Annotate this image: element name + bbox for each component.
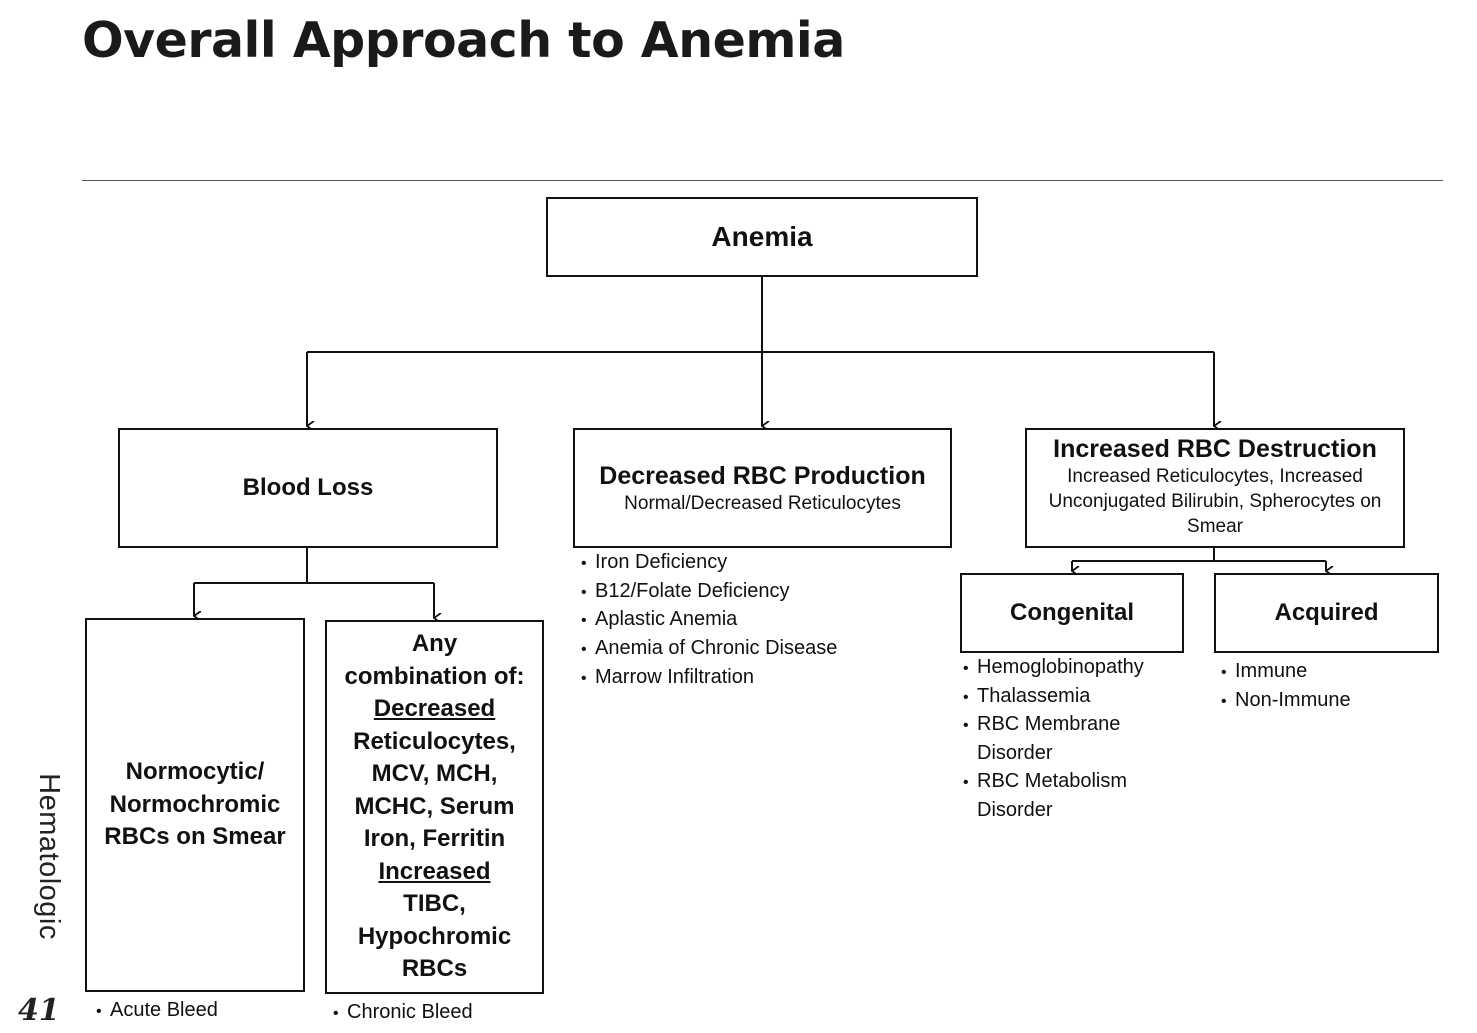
acquired-box: Acquired xyxy=(1214,573,1439,653)
chronic-line: combination of: xyxy=(344,662,525,690)
list-item: Immune xyxy=(1221,658,1351,687)
increased-destruction-sub-2: Unconjugated Bilirubin, Spherocytes on xyxy=(1048,490,1382,512)
acquired-list: Immune Non-Immune xyxy=(1221,658,1351,715)
chronic-line: MCHC, Serum xyxy=(354,792,515,820)
title-divider xyxy=(82,180,1443,181)
section-label: Hematologic xyxy=(32,773,65,940)
list-item: Aplastic Anemia xyxy=(581,606,837,635)
acute-line: Normocytic/ xyxy=(125,758,265,786)
list-item: Non-Immune xyxy=(1221,687,1351,716)
chronic-line: RBCs xyxy=(401,955,468,983)
list-item: Iron Deficiency xyxy=(581,549,837,578)
chronic-line: MCV, MCH, xyxy=(371,760,498,788)
anemia-box: Anemia xyxy=(546,197,978,277)
acute-line: Normochromic xyxy=(109,790,281,818)
increased-destruction-label: Increased RBC Destruction xyxy=(1053,434,1377,463)
chronic-list: Chronic Bleed xyxy=(333,999,473,1028)
congenital-label: Congenital xyxy=(1010,599,1134,626)
acute-findings-box: Normocytic/ Normochromic RBCs on Smear xyxy=(85,618,305,992)
chronic-line: Any xyxy=(411,630,458,658)
chronic-line: Hypochromic xyxy=(357,922,512,950)
increased-destruction-sub-1: Increased Reticulocytes, Increased xyxy=(1067,465,1363,487)
list-item: Acute Bleed xyxy=(96,997,218,1026)
blood-loss-label: Blood Loss xyxy=(242,474,374,501)
list-item: B12/Folate Deficiency xyxy=(581,578,837,607)
anemia-label: Anemia xyxy=(711,221,813,252)
list-item: Chronic Bleed xyxy=(333,999,473,1028)
page-number: 41 xyxy=(18,993,60,1028)
chronic-line: Decreased xyxy=(373,695,496,723)
chronic-line: TIBC, xyxy=(403,890,466,918)
decreased-production-list: Iron Deficiency B12/Folate Deficiency Ap… xyxy=(581,549,837,693)
blood-loss-box: Blood Loss xyxy=(118,428,498,548)
list-item: Anemia of Chronic Disease xyxy=(581,635,837,664)
increased-destruction-sub-3: Smear xyxy=(1187,515,1243,537)
congenital-list: Hemoglobinopathy Thalassemia RBC Membran… xyxy=(963,654,1163,824)
list-item: Hemoglobinopathy xyxy=(963,654,1163,683)
list-item: Marrow Infiltration xyxy=(581,664,837,693)
chronic-line: Reticulocytes, xyxy=(353,727,516,755)
list-item: RBC Membrane Disorder xyxy=(963,711,1163,767)
decreased-production-box: Decreased RBC Production Normal/Decrease… xyxy=(573,428,952,548)
chronic-line: Increased xyxy=(378,857,491,885)
page-title: Overall Approach to Anemia xyxy=(82,12,845,69)
acute-list: Acute Bleed xyxy=(96,997,218,1026)
chronic-line: Iron, Ferritin xyxy=(363,825,506,853)
congenital-box: Congenital xyxy=(960,573,1184,653)
decreased-production-sub: Normal/Decreased Reticulocytes xyxy=(624,492,901,514)
decreased-production-label: Decreased RBC Production xyxy=(599,461,926,490)
increased-destruction-box: Increased RBC Destruction Increased Reti… xyxy=(1025,428,1405,548)
acquired-label: Acquired xyxy=(1274,599,1379,626)
acute-line: RBCs on Smear xyxy=(104,823,286,851)
list-item: Thalassemia xyxy=(963,683,1163,712)
list-item: RBC Metabolism Disorder xyxy=(963,768,1163,824)
